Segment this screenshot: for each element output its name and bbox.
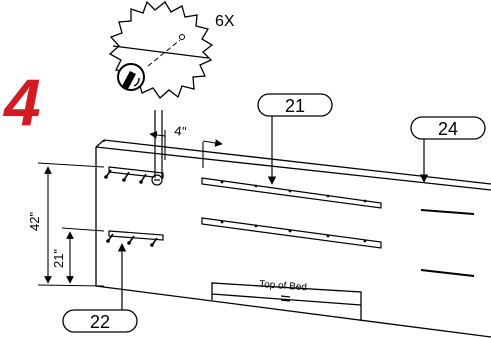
- dimension-label-42: 42": [27, 212, 42, 231]
- dimension-height-lower: [61, 227, 105, 284]
- screw-fastener: [151, 174, 163, 186]
- dimension-label-21: 21": [51, 249, 66, 268]
- screw-leader: [154, 110, 163, 178]
- callout-21-label: 21: [285, 96, 305, 116]
- screwdriver-bit-icon: [117, 63, 145, 91]
- bracket-lower: [106, 230, 164, 247]
- rail-upper: [201, 177, 382, 209]
- callout-21: [257, 93, 333, 185]
- callout-24: [410, 116, 486, 183]
- bed-outline: [211, 282, 362, 321]
- bed-label: Top of Bed: [259, 279, 307, 293]
- callout-22-label: 22: [90, 312, 110, 332]
- dimension-spacing: [149, 130, 223, 168]
- bed-center-mark: [280, 295, 291, 302]
- dimension-height-upper: [37, 162, 105, 287]
- callout-24-label: 24: [438, 119, 458, 139]
- rail-lower: [201, 217, 382, 249]
- panel-marks: [420, 209, 475, 277]
- quantity-label: 6X: [215, 13, 235, 30]
- dimension-label-4: 4": [174, 123, 188, 139]
- bracket-upper: [104, 166, 164, 184]
- callout-22: [62, 243, 138, 333]
- step-number: 4: [2, 65, 41, 139]
